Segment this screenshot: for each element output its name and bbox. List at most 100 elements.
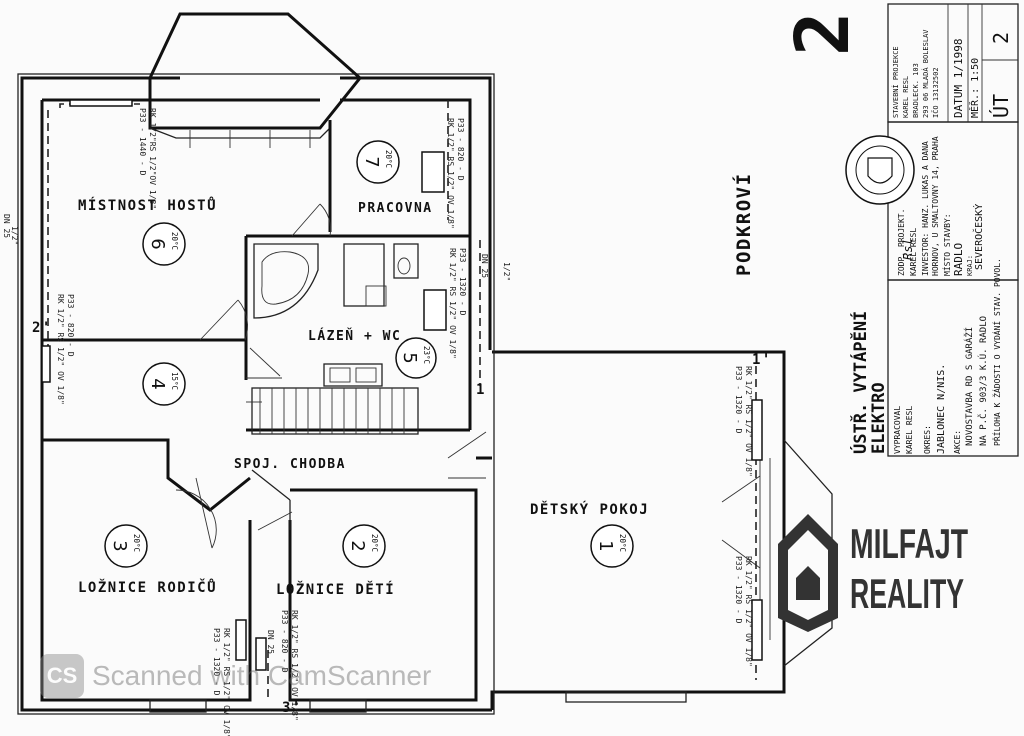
- radiator-7: [421, 151, 445, 193]
- date-label: DATUM 1/1998: [952, 39, 965, 118]
- heater-label-3: RK 1/2" RS 1/2" OV 1/8": [222, 628, 231, 736]
- room-name-2: LOŽNICE DĚTÍ: [276, 581, 395, 598]
- pipe-label-dn25-a: DN 25: [2, 214, 11, 238]
- sheet-title-2: ELEKTRO: [869, 382, 889, 454]
- heater-label-6b: P33 - 1440 - D: [138, 108, 147, 176]
- radiator-1a: [751, 399, 763, 461]
- title-block: STAVEBNÍ PROJEKCE KAREL RESL BRADLECK. 1…: [780, 3, 1019, 457]
- room-markers: 6 20°C 7 20°C 5 23°C 4 15°C 3 20°C 2 20°…: [104, 140, 634, 568]
- milfajt-reality-logo: MILFAJT REALITY: [778, 514, 968, 632]
- floor-label: PODKROVÍ: [732, 172, 755, 276]
- bottom-windows: [149, 691, 687, 713]
- heater-label-7b: P33 - 820 - D: [456, 118, 465, 181]
- room-marker-3: 3 20°C: [104, 524, 148, 568]
- investor-line-1: INVESTOR: HANZ. LUKAS A DANA: [921, 141, 930, 276]
- doors: [175, 203, 487, 549]
- action-line-2: NA P.Č. 903/3 K.Ú. RADLO: [977, 316, 989, 446]
- pipe-label-dn25-c: DN 25: [266, 630, 275, 654]
- site-name: RADLO: [952, 243, 965, 276]
- room-name-3: LOŽNICE RODIČŮ: [78, 578, 217, 596]
- room-name-6: MÍSTNOST HOSTŮ: [78, 196, 217, 214]
- company-line-1: STAVEBNÍ PROJEKCE: [891, 46, 900, 118]
- room-marker-4: 4 15°C: [142, 362, 186, 406]
- resp-label: ZODP. PROJEKT.: [897, 209, 906, 276]
- heater-label-1ab: P33 - 1320 - D: [734, 366, 743, 434]
- drew-label: VYPRACOVAL: [893, 406, 902, 454]
- radiator-3: [235, 619, 247, 661]
- heater-label-4: RK 1/2" RS 1/2" OV 1/8": [56, 294, 65, 405]
- sheet-number: 2: [780, 11, 866, 56]
- district-label: OKRES:: [923, 425, 932, 454]
- investor-line-2: HORNOV, U SMALTOVNY 14, PRAHA: [931, 136, 940, 276]
- room-name-1: DĚTSKÝ POKOJ: [530, 500, 649, 518]
- camscanner-icon: CS: [40, 654, 84, 698]
- action-line-3: PŘÍLOHA K ŽÁDOSTI O VYDÁNÍ STAV. POVOL.: [991, 258, 1002, 446]
- staircase: [246, 387, 419, 435]
- heater-label-4b: P33 - 820 - D: [66, 294, 75, 357]
- outer-walls: [17, 73, 786, 715]
- svg-text:6: 6: [147, 238, 168, 249]
- heater-label-2b: P33 - 820 - D: [280, 610, 289, 673]
- camscanner-watermark: CS Scanned with CamScanner: [40, 654, 431, 698]
- radiator-4: [41, 345, 51, 383]
- room-marker-5: 5 23°C: [395, 337, 437, 379]
- drawing-number: 2: [989, 32, 1013, 44]
- scale-label: MĚŘ.: 1:50: [968, 58, 981, 118]
- room-marker-6: 6 20°C: [142, 222, 186, 266]
- svg-text:2: 2: [347, 540, 368, 551]
- heater-label-5b: P33 - 1320 - D: [458, 248, 467, 316]
- room-name-7: PRACOVNA: [358, 201, 433, 216]
- drew-name: KAREL RESL: [905, 406, 914, 454]
- bay-window: [148, 12, 363, 148]
- radiator-6: [69, 99, 133, 107]
- heater-label-6: RK 1/2"RS 1/2"OV 1/8": [148, 108, 157, 209]
- drawing-code: ÚT: [989, 94, 1013, 118]
- heater-labels: RK 1/2"RS 1/2"OV 1/8" P33 - 1440 - D RK …: [2, 108, 753, 736]
- heater-label-2: RK 1/2" RS 1/2" OV 1/8": [290, 610, 299, 721]
- svg-text:1: 1: [595, 540, 616, 551]
- room-marker-1: 1 20°C: [590, 524, 634, 568]
- pipe-label-b: 1/2": [502, 262, 511, 281]
- resp-name: KAREL RESL: [909, 228, 918, 276]
- sheet-title-1: ÚSTŘ. VYTÁPĚNÍ: [849, 311, 871, 454]
- svg-text:4: 4: [147, 378, 168, 389]
- svg-text:20°C: 20°C: [618, 534, 627, 552]
- company-line-5: IČO 13132502: [931, 67, 940, 118]
- svg-text:20°C: 20°C: [370, 534, 379, 552]
- section-mark-2: 2': [32, 320, 52, 336]
- signature: Rsl: [901, 238, 915, 260]
- company-line-3: BRADLECK. 103: [912, 63, 920, 118]
- room-name-4: SPOJ. CHODBA: [234, 457, 346, 472]
- company-line-2: KAREL RESL: [902, 76, 910, 118]
- pipe-label-a: 1/2": [10, 226, 19, 245]
- svg-text:23°C: 23°C: [422, 346, 431, 364]
- heater-label-3b: P33 - 1320 - D: [212, 628, 221, 696]
- radiator-5: [423, 289, 447, 331]
- camscanner-text: Scanned with CamScanner: [92, 660, 432, 691]
- room-marker-7: 7 20°C: [356, 140, 400, 184]
- heater-label-7: RK 1/2" RS 1/2" OV 1/8": [446, 118, 455, 229]
- interior-walls: [40, 98, 492, 702]
- svg-text:20°C: 20°C: [132, 534, 141, 552]
- site-label: MÍSTO STAVBY:: [941, 213, 952, 276]
- svg-text:7: 7: [361, 156, 382, 167]
- svg-text:20°C: 20°C: [170, 232, 179, 250]
- action-line-1: NOVOSTAVBA RD S GARÁŽÍ: [963, 327, 975, 446]
- region-name: SEVEROČESKÝ: [972, 204, 985, 270]
- heater-label-1b: RK 1/2" RS 1/2" OV 1/8": [744, 556, 753, 667]
- section-mark-1p: 1': [752, 352, 772, 368]
- logo-line-2: REALITY: [850, 570, 964, 617]
- district-name: JABLONEC N/NIS.: [936, 364, 947, 454]
- region-label: KRAJ:: [966, 255, 974, 276]
- bathroom-fixtures: [253, 243, 419, 387]
- heater-label-1bb: P33 - 1320 - D: [734, 556, 743, 624]
- logo-line-1: MILFAJT: [850, 520, 968, 567]
- room-names: MÍSTNOST HOSTŮ PRACOVNA LÁZEŇ + WC SPOJ.…: [78, 172, 755, 598]
- radiator-2: [255, 637, 267, 671]
- action-label: AKCE:: [953, 430, 962, 454]
- heater-label-5: RK 1/2" RS 1/2" OV 1/8": [448, 248, 457, 359]
- room-marker-2: 2 20°C: [342, 524, 386, 568]
- stamp-emblem: [867, 157, 893, 184]
- pipe-label-dn25-b: DN 25: [480, 254, 489, 278]
